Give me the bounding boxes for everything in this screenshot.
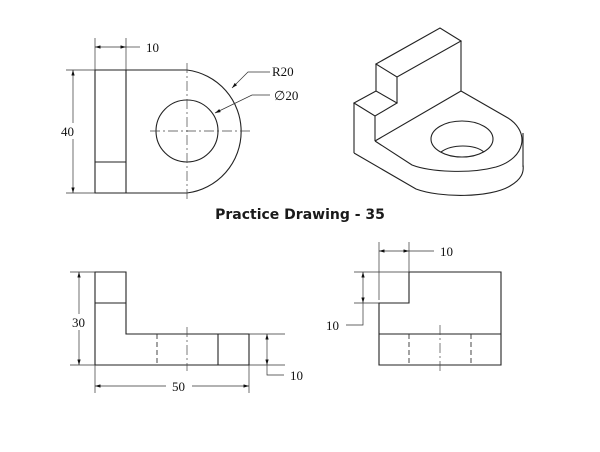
front-height-dim: 30 [72, 315, 85, 330]
front-view: 30 10 50 [70, 271, 303, 394]
top-width-dim: 10 [146, 40, 159, 55]
side-view: 10 10 [326, 242, 502, 372]
radius-label: R20 [272, 64, 294, 79]
drawing-title: Practice Drawing - 35 [215, 207, 385, 223]
front-base-dim: 10 [290, 368, 303, 383]
side-step-height-dim: 10 [326, 318, 339, 333]
front-length-dim: 50 [172, 379, 185, 394]
hole-diameter-label: ∅20 [274, 88, 298, 103]
side-step-width-dim: 10 [440, 244, 453, 259]
top-height-dim: 40 [61, 124, 74, 139]
top-view: 10 40 R20 ∅20 [60, 38, 298, 200]
isometric-view [352, 27, 524, 196]
iso-hole [430, 120, 494, 158]
